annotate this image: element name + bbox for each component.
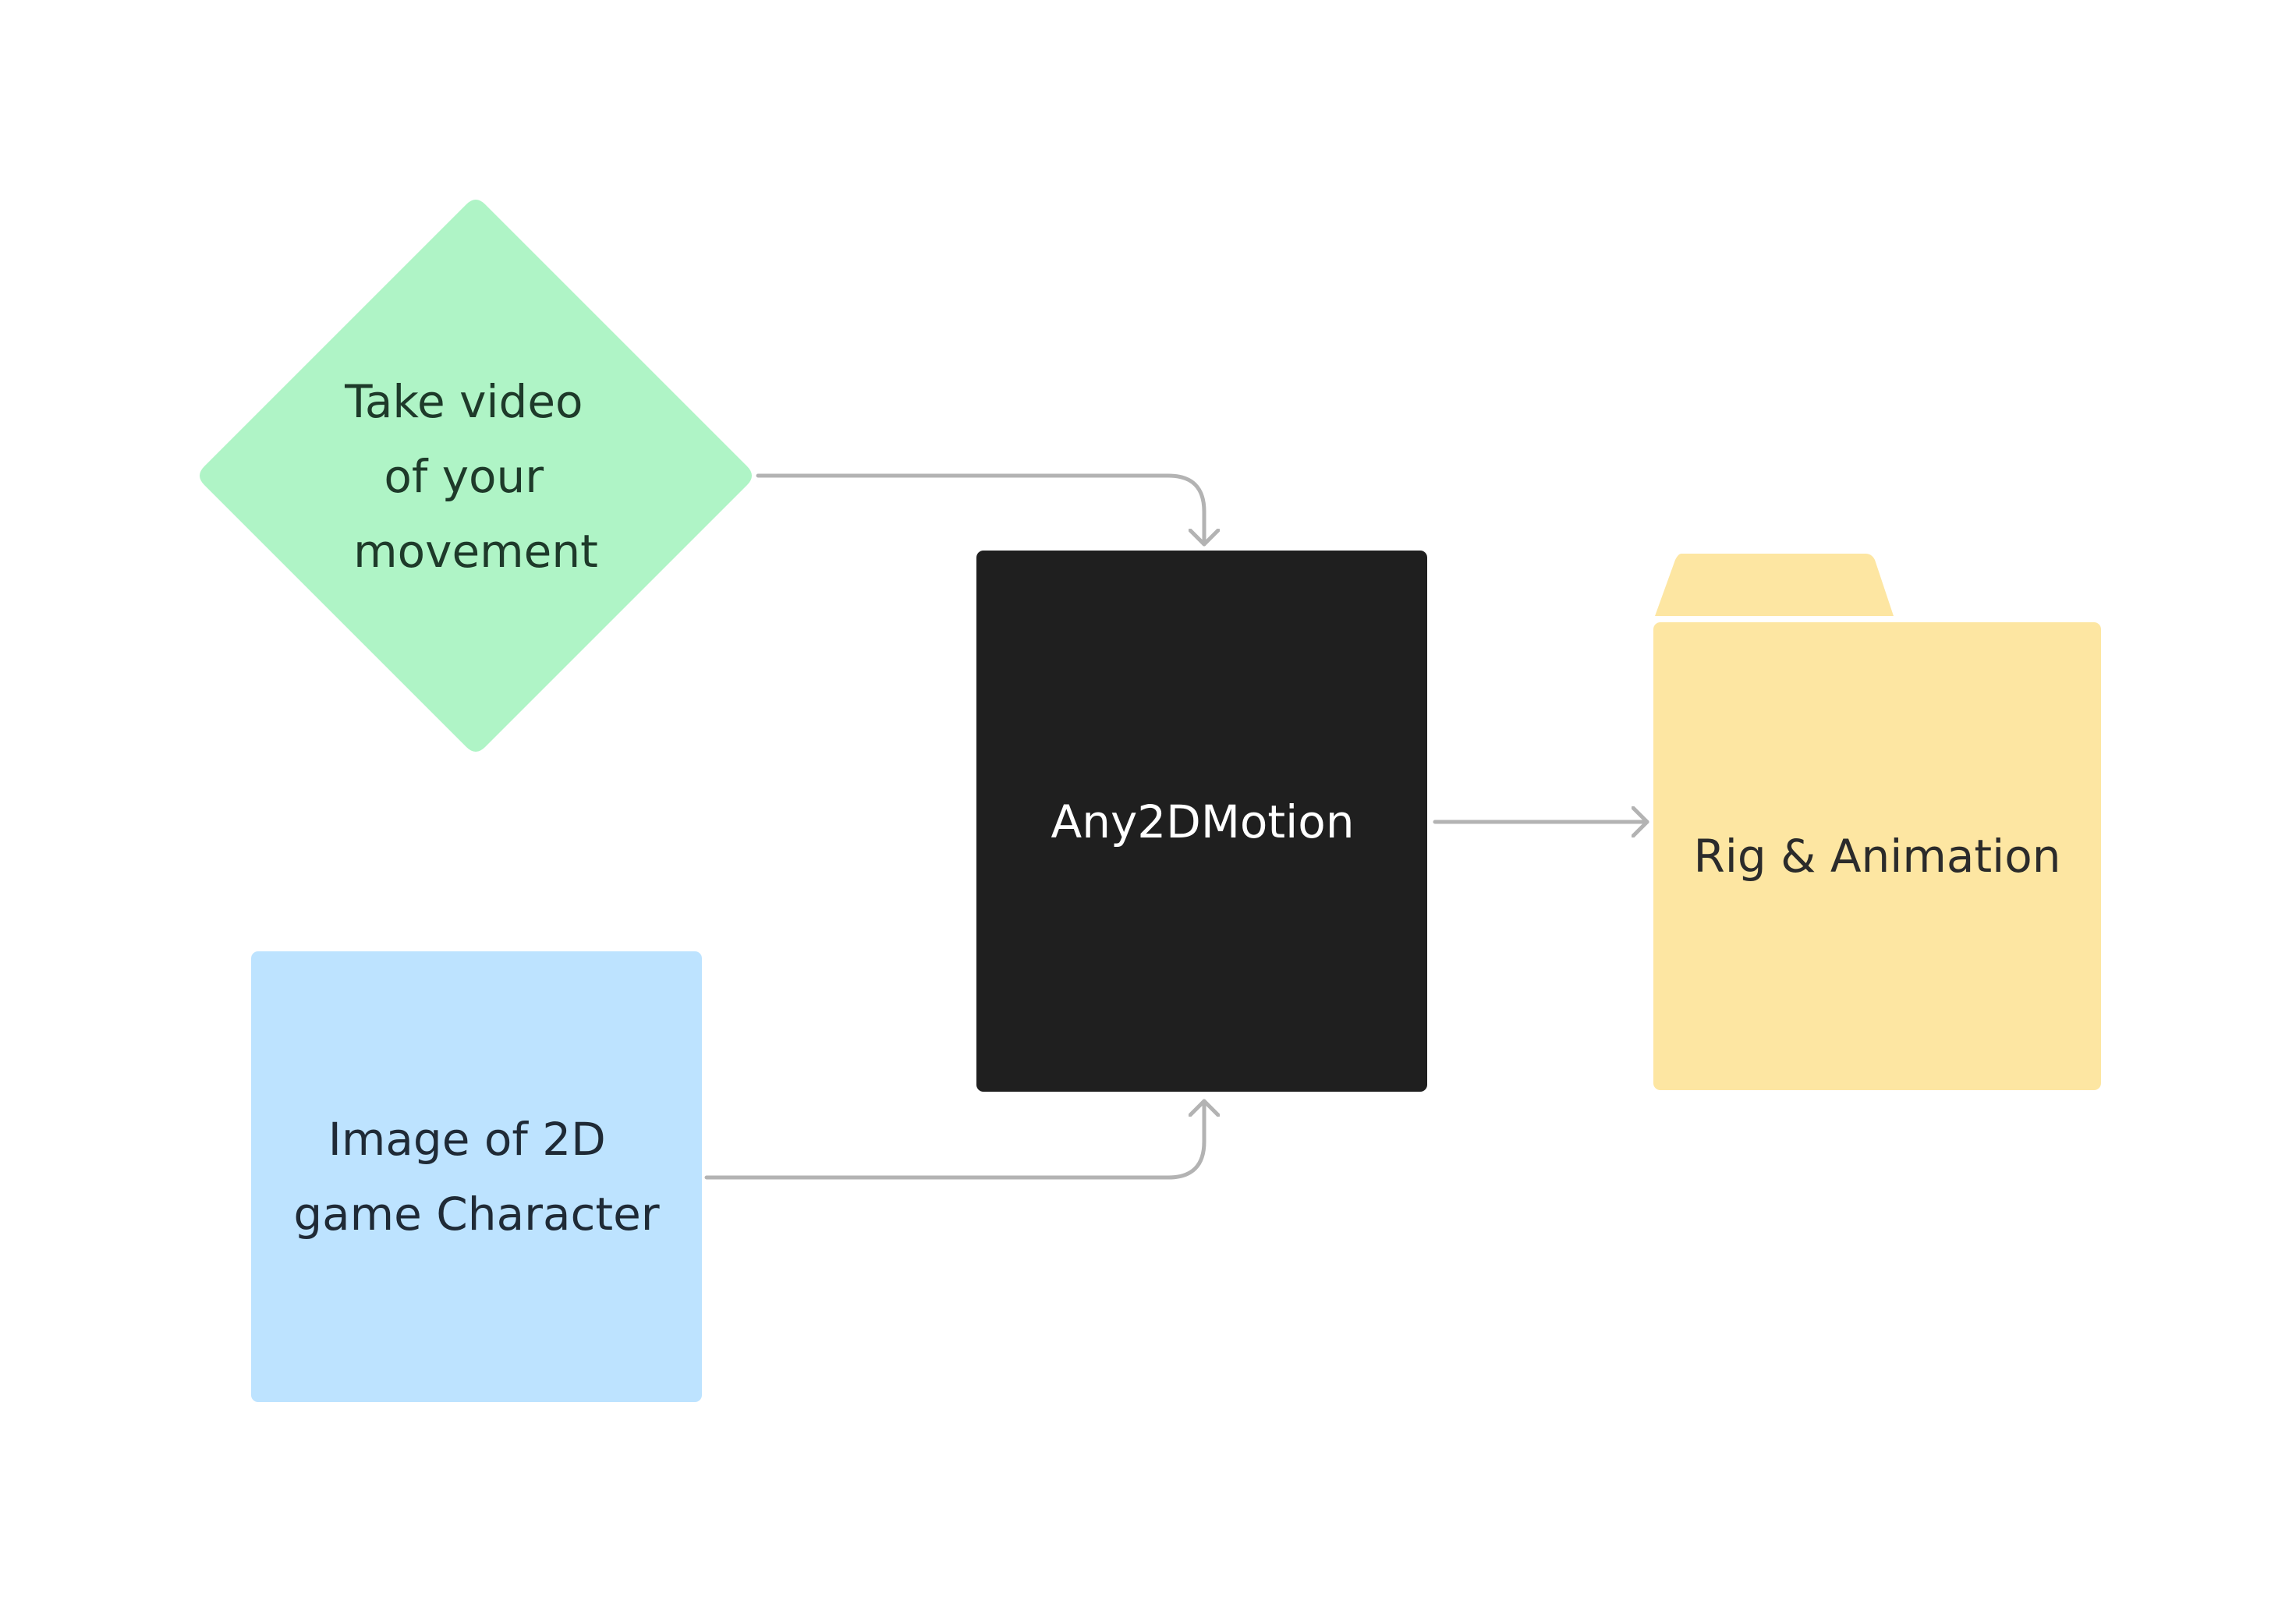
diamond-shape xyxy=(200,200,752,752)
process-node-label: Any2DMotion xyxy=(1051,795,1355,848)
folder-tab-shape xyxy=(1655,554,1894,616)
folder-body-shape xyxy=(1653,622,2101,1090)
label-line: Image of 2D xyxy=(328,1113,606,1166)
rectangle-shape xyxy=(251,951,702,1402)
output-node-label: Rig & Animation xyxy=(1693,830,2060,883)
label-line: Take video xyxy=(344,375,583,428)
label-line: movement xyxy=(353,525,598,578)
label-line: Rig & Animation xyxy=(1693,830,2060,883)
process-node-any2dmotion[interactable]: Any2DMotion xyxy=(976,551,1427,1092)
label-line: game Character xyxy=(293,1188,659,1241)
decision-node-take-video[interactable]: Take video of your movement xyxy=(200,200,752,752)
input-node-character-image[interactable]: Image of 2D game Character xyxy=(251,951,702,1402)
label-line: Any2DMotion xyxy=(1051,795,1355,848)
connector-image-to-process[interactable] xyxy=(704,1099,1204,1180)
rectangle-shape xyxy=(976,551,1427,1092)
label-line: of your xyxy=(384,450,544,503)
input-node-label: Image of 2D game Character xyxy=(293,1113,659,1241)
connector-video-to-process[interactable] xyxy=(756,473,1204,547)
decision-node-label: Take video of your movement xyxy=(344,375,598,578)
output-node-rig-animation[interactable]: Rig & Animation xyxy=(1653,554,2101,1090)
